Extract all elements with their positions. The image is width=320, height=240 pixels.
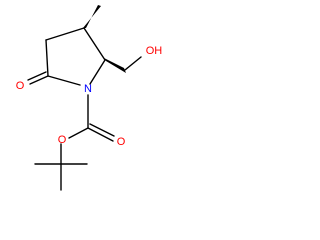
bonds: [27, 27, 142, 191]
bond-c3-c4: [83, 27, 106, 61]
carbonyl-oxygen-atom: O: [117, 136, 126, 148]
bond-c1-c2: [45, 39, 49, 77]
bond-c2-c3: [45, 27, 85, 41]
molecule-structure: O N OH O O: [0, 0, 174, 202]
ring-oxygen-atom: O: [16, 80, 25, 92]
bond-ch2-oh: [124, 56, 142, 71]
bond-n-c1: [47, 75, 81, 86]
bond-ccarbamate-ester-oxygen: [68, 127, 89, 139]
bond-ccarbamate-oxygen-double: [89, 123, 115, 137]
wedge-bond-ch2oh: [104, 58, 126, 73]
bond-c1-oxygen: [29, 75, 49, 85]
nitrogen-atom: N: [84, 83, 92, 95]
bond-c4-n: [89, 59, 106, 85]
ester-oxygen-atom: O: [58, 134, 67, 146]
bond-c1-oxygen-double: [27, 71, 47, 81]
bond-ccarbamate-oxygen: [87, 127, 114, 142]
hydroxyl-group: OH: [146, 45, 163, 57]
wedge-bond-methyl: [83, 5, 101, 28]
